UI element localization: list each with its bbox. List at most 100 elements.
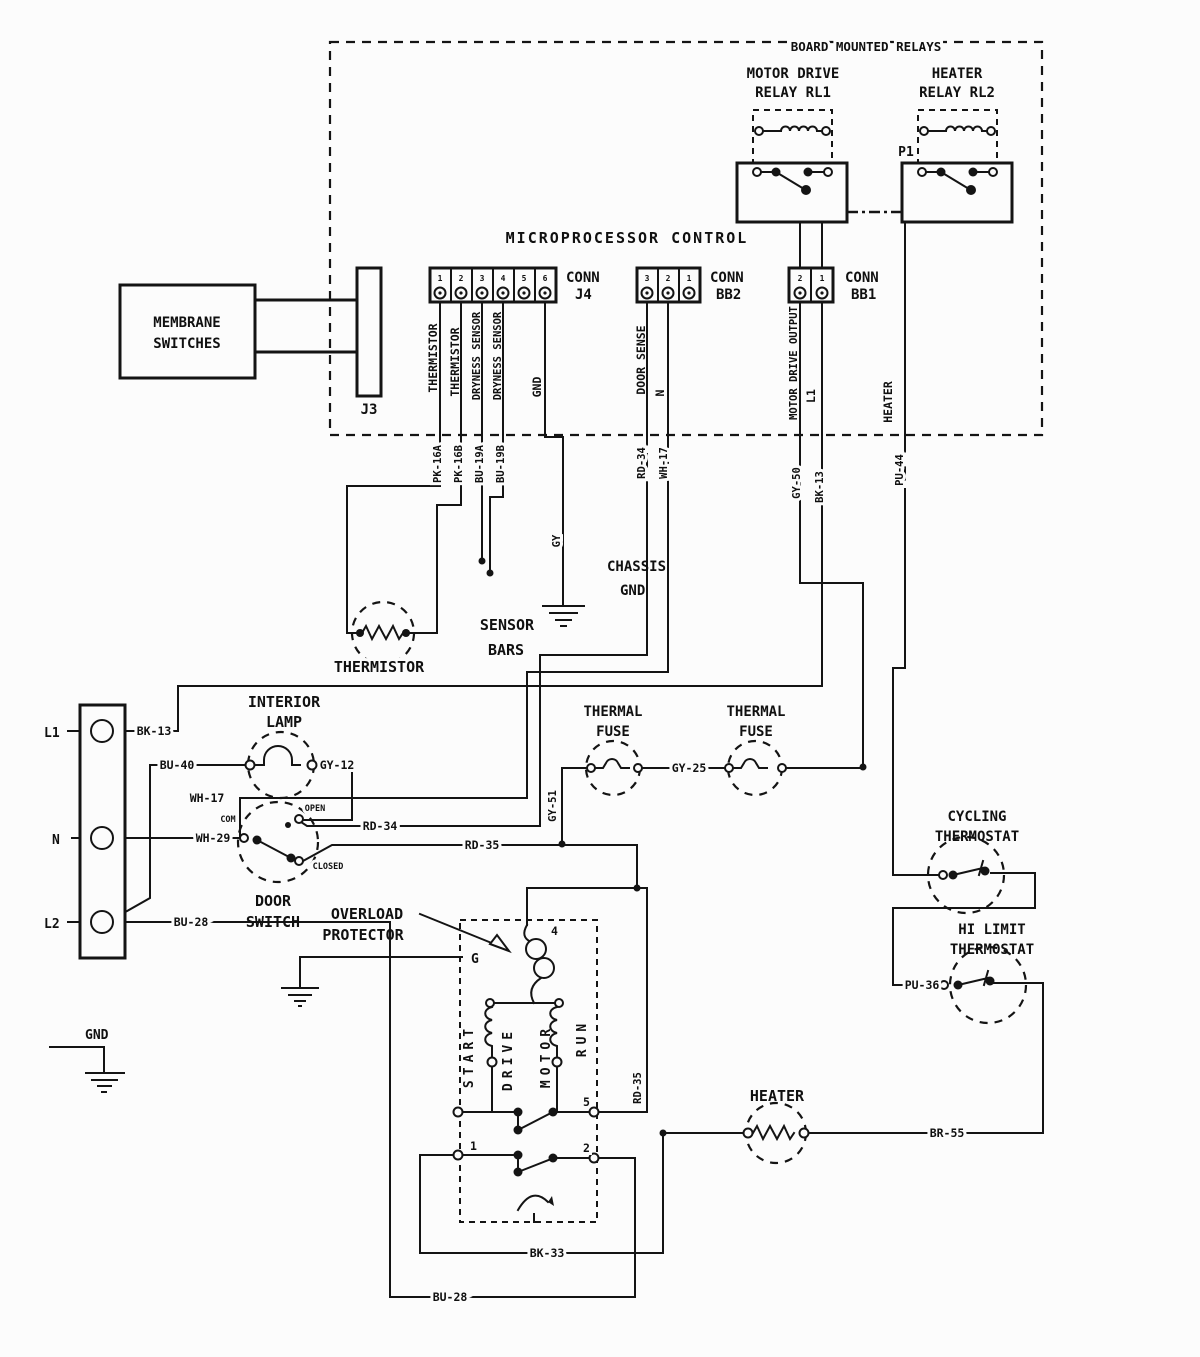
labels: BOARD MOUNTED RELAYS MOTOR DRIVE RELAY R… [44,36,1034,1307]
wiring [49,210,1044,1298]
motor-t2-label: 2 [583,1141,590,1155]
interior-lamp-label-1: INTERIOR [248,693,321,711]
bb2-pin-3: 3 [645,274,650,283]
wire-label-gy51: GY-51 [547,790,559,822]
wire-label-wh17: WH-17 [190,791,225,805]
hi-limit-thermostat-component [939,945,1028,1025]
microprocessor-title: MICROPROCESSOR CONTROL [506,229,749,247]
interior-lamp-component [244,730,318,800]
sig-thermistor-2: THERMISTOR [448,327,462,396]
wire-wh17 [239,301,669,837]
door-switch-open-label: OPEN [305,804,325,814]
overload-callout-arrowhead [488,933,512,954]
hi-limit-thermostat-icon [956,969,990,987]
bb2-pin-2: 2 [666,274,671,283]
overload-label-2: PROTECTOR [322,926,404,944]
wire-pk16a [346,301,441,634]
wire-gy-chassis [544,301,564,605]
rl1-switch-arm [774,170,806,191]
overload-callout-line [418,912,506,950]
wire-label-pu36: PU-36 [905,978,940,992]
switch-row2-arm [516,1157,553,1174]
wire-label-br55: BR-55 [930,1126,965,1140]
motor-outline [459,919,598,1223]
relay-rl2-outline [917,109,998,197]
motor-t1-label: 1 [470,1139,477,1153]
relay-rl1 [735,125,849,224]
j4-pin-4: 4 [501,274,506,283]
thermal-fuse-1 [584,739,643,797]
centrifugal-arc [516,1194,550,1212]
membrane-label-2: SWITCHES [153,336,220,352]
conn-bb2 [635,266,702,304]
j4-pin-5: 5 [522,274,527,283]
overload-lead-in [523,923,533,944]
wire-label-pu44: PU-44 [894,454,906,486]
j3-label: J3 [361,402,378,418]
gnd-label: GND [85,1028,109,1043]
motor-t5-label: 5 [583,1095,590,1109]
membrane-switches-box [118,283,257,380]
wire-label-rd35: RD-35 [465,838,500,852]
wire-rd34 [299,301,648,827]
rl2-switch-arm [939,170,971,191]
door-switch-label-1: DOOR [255,892,292,910]
motor-motor-label: MOTOR [539,1024,554,1088]
sig-heater: HEATER [881,381,895,423]
motor-g-label: G [471,952,479,967]
conn-bb1-label-1: CONN [845,270,879,286]
j4-pin-2: 2 [459,274,464,283]
chassis-gnd-label-2: GND [620,583,645,599]
wire-bk13 [112,301,823,732]
sensor-bar-terminal-1 [478,557,486,565]
conn-bb2-label-2: BB2 [716,287,741,303]
terminal-n-label: N [52,833,60,848]
wire-label-pk16b: PK-16B [453,445,465,483]
wire-gy12 [303,764,353,821]
overload-contact-1 [525,938,547,960]
wire-pk16b [409,301,462,634]
wire-gy50 [799,301,864,767]
thermal-fuse-2-label-1: THERMAL [726,704,785,720]
conn-j4 [428,266,558,304]
j4-pin-3: 3 [480,274,485,283]
sensor-bar-terminal-2 [486,569,494,577]
cycling-tstat-label-1: CYCLING [947,809,1006,825]
motor-component [452,923,648,1223]
conn-j4-label-1: CONN [566,270,600,286]
sensor-bars-label-2: BARS [488,641,524,659]
switch-row1-arm [516,1111,553,1132]
j3-connector [355,266,383,398]
wire-gy51 [561,767,588,845]
thermal-fuse-1-icon [594,758,630,769]
conn-j4-pin-circles [433,286,552,300]
rl1-coil-icon [779,125,819,133]
terminal-l2-label: L2 [44,917,60,932]
motor-drive-label: DRIVE [501,1027,516,1091]
j4-pin-6: 6 [543,274,548,283]
wire-label-gy12: GY-12 [320,758,355,772]
sig-dryness-2: DRYNESS SENSOR [492,311,504,400]
terminal-l2 [90,910,114,934]
wire-bk33 [419,1132,664,1254]
relay-rl1-outline [752,109,833,197]
sig-thermistor-1: THERMISTOR [426,323,440,392]
wire-label-wh29: WH-29 [196,831,231,845]
wire-motor-ground [299,956,463,987]
conn-bb1 [787,266,835,304]
wire-bu19b [489,301,504,571]
thermistor-resistor-icon [360,623,405,642]
hi-limit-label-1: HI LIMIT [958,922,1025,938]
chassis-ground-symbol [542,605,585,627]
wire-label-bu19a: BU-19A [474,444,486,483]
cycling-thermostat-component [926,835,1006,915]
lamp-filament-icon [255,745,301,766]
membrane-label-1: MEMBRANE [153,315,220,331]
wire-label-bu19b: BU-19B [495,445,507,483]
rl1-label-2: RELAY RL1 [755,85,831,101]
motor-run-label: RUN [575,1019,590,1057]
run-winding-coil [549,1005,559,1058]
interior-lamp-label-2: LAMP [266,713,302,731]
sensor-bars-label-1: SENSOR [480,616,535,634]
